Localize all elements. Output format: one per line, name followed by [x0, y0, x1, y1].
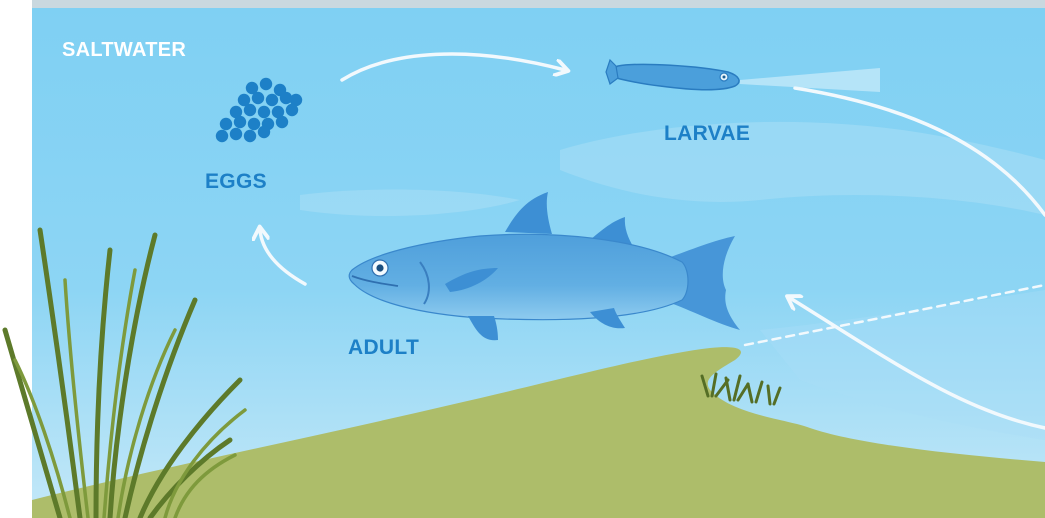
adult-label: ADULT	[348, 336, 419, 359]
region-label: SALTWATER	[62, 39, 186, 61]
egg	[220, 118, 232, 130]
egg	[244, 130, 256, 142]
egg	[286, 104, 298, 116]
egg	[244, 104, 256, 116]
egg	[230, 128, 242, 140]
larvae-label: LARVAE	[664, 122, 750, 145]
egg	[252, 92, 264, 104]
egg	[260, 78, 272, 90]
eggs-label: EGGS	[205, 170, 267, 193]
egg	[266, 94, 278, 106]
egg	[258, 106, 270, 118]
egg	[234, 116, 246, 128]
egg	[258, 126, 270, 138]
egg	[248, 118, 260, 130]
egg	[216, 130, 228, 142]
egg	[276, 116, 288, 128]
